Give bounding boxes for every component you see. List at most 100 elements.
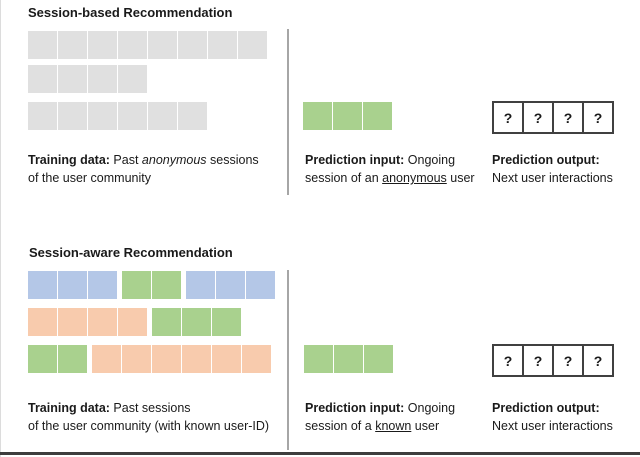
caption-line: Next user interactions: [492, 417, 613, 435]
caption-text: Training data:: [28, 153, 110, 167]
orange-item-block: [88, 308, 117, 336]
question-mark-cell: ?: [582, 103, 612, 132]
session-segment: [304, 345, 393, 373]
caption-line: Training data: Past sessions: [28, 399, 269, 417]
caption-text: Past: [109, 153, 142, 167]
prediction-output-boxes: ????: [492, 101, 614, 134]
orange-item-block: [242, 345, 271, 373]
gray-item-block: [148, 31, 177, 59]
green-item-block: [304, 345, 333, 373]
question-mark-cell: ?: [522, 103, 552, 132]
gray-item-block: [118, 31, 147, 59]
gray-item-block: [148, 102, 177, 130]
caption-line: Prediction output:: [492, 151, 613, 169]
caption-text: anonymous: [382, 171, 447, 185]
prediction-output-caption: Prediction output: Next user interactions: [492, 399, 613, 435]
blue-item-block: [246, 271, 275, 299]
caption-text: of the user community: [28, 171, 151, 185]
caption-text: Training data:: [28, 401, 110, 415]
training-session-row: [28, 308, 241, 336]
question-mark-cell: ?: [503, 109, 513, 126]
caption-line: Prediction input: Ongoing: [305, 151, 475, 169]
question-mark-cell: ?: [552, 346, 582, 375]
session-segment: [152, 308, 241, 336]
section-title-session-based: Session-based Recommendation: [28, 5, 233, 20]
green-item-block: [334, 345, 363, 373]
gray-item-block: [88, 102, 117, 130]
session-segment: [28, 102, 207, 130]
divider-line: [287, 270, 289, 450]
session-segment: [92, 345, 271, 373]
blue-item-block: [28, 271, 57, 299]
blue-item-block: [216, 271, 245, 299]
green-item-block: [182, 308, 211, 336]
gray-item-block: [178, 31, 207, 59]
green-item-block: [122, 271, 151, 299]
blue-item-block: [186, 271, 215, 299]
caption-text: session of a: [305, 419, 376, 433]
green-item-block: [364, 345, 393, 373]
gray-item-block: [58, 65, 87, 93]
green-item-block: [333, 102, 362, 130]
section-title-session-aware: Session-aware Recommendation: [29, 245, 233, 260]
divider-line: [287, 29, 289, 195]
gray-item-block: [238, 31, 267, 59]
prediction-output-caption: Prediction output: Next user interactions: [492, 151, 613, 187]
green-item-block: [152, 308, 181, 336]
caption-text: session of an: [305, 171, 383, 185]
gray-item-block: [58, 102, 87, 130]
training-data-caption: Training data: Past anonymous sessions of…: [28, 151, 259, 187]
caption-text: Ongoing: [404, 153, 456, 167]
session-segment: [28, 345, 87, 373]
caption-text: of the user community (with known user-I…: [28, 419, 270, 433]
session-segment: [28, 31, 267, 59]
caption-text: sessions: [206, 153, 259, 167]
gray-item-block: [58, 31, 87, 59]
session-segment: [28, 65, 147, 93]
gray-item-block: [88, 65, 117, 93]
caption-text: Prediction input:: [305, 401, 405, 415]
caption-line: of the user community (with known user-I…: [28, 417, 269, 435]
caption-text: anonymous: [141, 153, 207, 167]
green-item-block: [28, 345, 57, 373]
orange-item-block: [122, 345, 151, 373]
caption-line: Prediction output:: [492, 399, 613, 417]
session-segment: [28, 271, 117, 299]
caption-text: user: [446, 171, 475, 185]
green-item-block: [212, 308, 241, 336]
caption-text: Ongoing: [404, 401, 456, 415]
prediction-input-row: [304, 345, 393, 373]
question-mark-cell: ?: [522, 346, 552, 375]
gray-item-block: [28, 102, 57, 130]
prediction-input-row: [303, 102, 392, 130]
gray-item-block: [118, 65, 147, 93]
session-segment: [122, 271, 181, 299]
training-data-caption: Training data: Past sessions of the user …: [28, 399, 269, 435]
session-segment: [28, 308, 147, 336]
prediction-input-caption: Prediction input: Ongoing session of a kn…: [305, 399, 455, 435]
blue-item-block: [58, 271, 87, 299]
orange-item-block: [28, 308, 57, 336]
caption-line: of the user community: [28, 169, 259, 187]
caption-line: session of a known user: [305, 417, 455, 435]
orange-item-block: [182, 345, 211, 373]
caption-line: session of an anonymous user: [305, 169, 475, 187]
question-mark-cell: ?: [582, 346, 612, 375]
prediction-output-boxes: ????: [492, 344, 614, 377]
caption-text: Next user interactions: [492, 171, 613, 185]
training-session-row: [28, 31, 267, 59]
gray-item-block: [28, 31, 57, 59]
session-segment: [303, 102, 392, 130]
training-session-row: [28, 65, 147, 93]
session-segment: [186, 271, 275, 299]
green-item-block: [58, 345, 87, 373]
caption-text: Next user interactions: [492, 419, 613, 433]
caption-text: Prediction output:: [492, 401, 600, 415]
gray-item-block: [88, 31, 117, 59]
caption-text: user: [411, 419, 440, 433]
green-item-block: [303, 102, 332, 130]
orange-item-block: [212, 345, 241, 373]
orange-item-block: [118, 308, 147, 336]
